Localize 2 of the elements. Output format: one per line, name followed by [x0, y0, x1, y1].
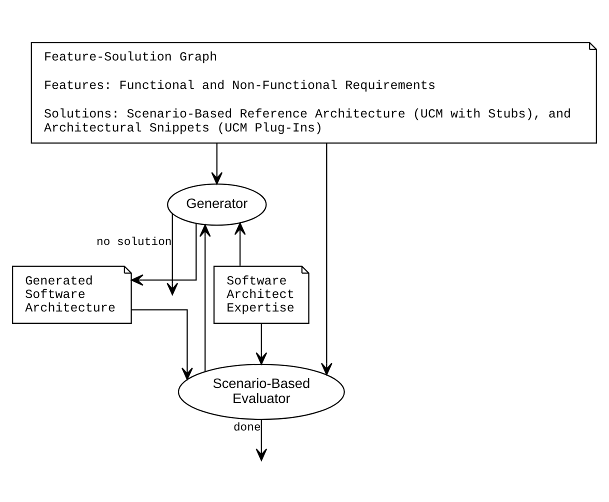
edge-label: no solution [96, 236, 172, 249]
edge-label: done [233, 422, 261, 434]
